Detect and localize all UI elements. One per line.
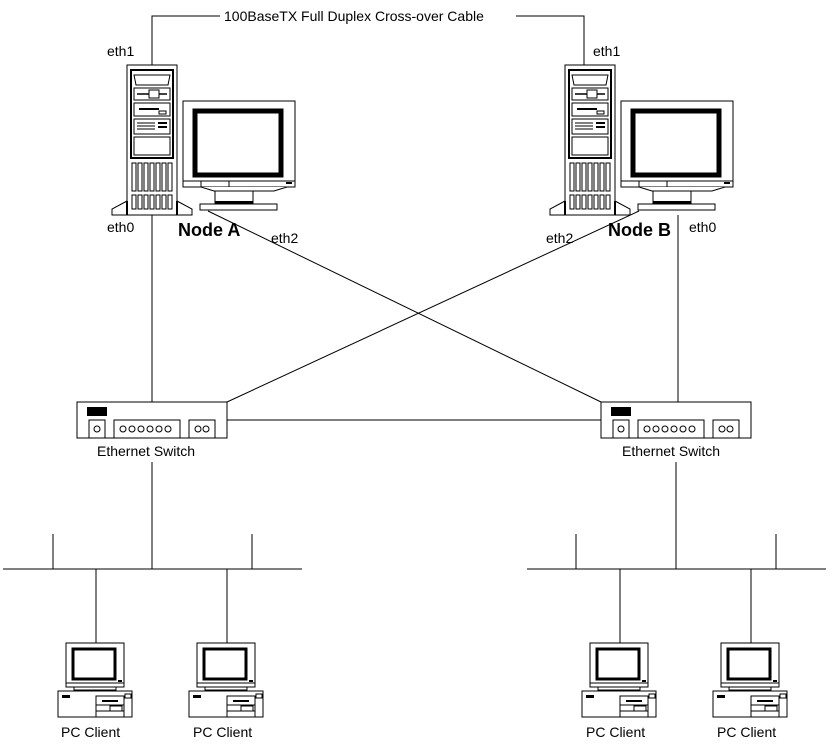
pc-client-2-label: PC Client xyxy=(193,724,252,740)
node-b-server[interactable] xyxy=(550,65,733,215)
switch-right-label: Ethernet Switch xyxy=(622,443,720,459)
pc-client-3-label: PC Client xyxy=(586,724,645,740)
switch-left-label: Ethernet Switch xyxy=(97,443,195,459)
pc-client-1[interactable] xyxy=(56,641,134,719)
node-b-eth0-label: eth0 xyxy=(689,219,716,235)
pc-client-3[interactable] xyxy=(580,641,658,719)
pc-client-4[interactable] xyxy=(711,641,789,719)
pc-client-2[interactable] xyxy=(187,641,265,719)
switch-right[interactable] xyxy=(600,401,752,439)
link-node-a-eth2 xyxy=(207,210,602,403)
node-a-eth1-label: eth1 xyxy=(107,43,134,59)
node-b-label: Node B xyxy=(608,220,671,240)
switch-left[interactable] xyxy=(76,401,228,439)
link-node-b-eth2 xyxy=(226,210,640,403)
pc-client-4-label: PC Client xyxy=(717,724,776,740)
node-b-eth2-label: eth2 xyxy=(546,230,573,246)
pc-client-1-label: PC Client xyxy=(61,724,120,740)
node-a-eth0-label: eth0 xyxy=(107,219,134,235)
node-switch-links xyxy=(151,210,679,421)
node-a-label: Node A xyxy=(178,220,240,240)
lan-segment-left xyxy=(3,462,302,643)
node-a-server[interactable] xyxy=(112,65,295,215)
crossover-cable-label: 100BaseTX Full Duplex Cross-over Cable xyxy=(224,8,484,24)
node-a-eth2-label: eth2 xyxy=(271,230,298,246)
node-b-eth1-label: eth1 xyxy=(593,43,620,59)
crossover-cable xyxy=(151,15,585,65)
lan-segment-right xyxy=(527,462,826,643)
